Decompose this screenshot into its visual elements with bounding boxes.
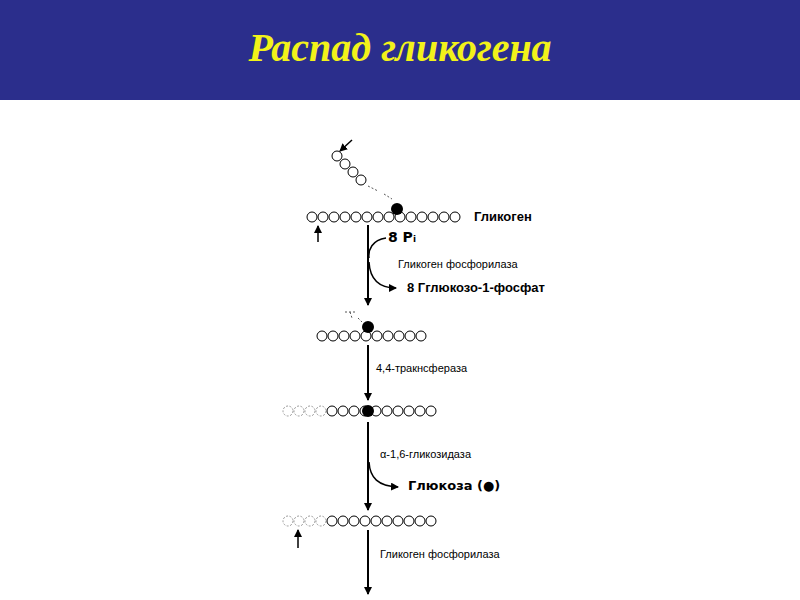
product-label: Глюкоза (●) <box>408 478 500 493</box>
product-label: 8 Гглюкозо-1-фосфат <box>407 280 545 295</box>
enzyme-label: 4,4-тракнсфераза <box>376 362 467 374</box>
enzyme-label: Гликоген фосфорилаза <box>380 548 500 560</box>
substance-label: Гликоген <box>474 209 532 224</box>
enzyme-label: Гликоген фосфорилаза <box>398 258 518 270</box>
enzyme-label: α-1,6-гликозидаза <box>380 448 471 460</box>
slide-title: Распад гликогена <box>0 24 800 71</box>
reagent-label: 8 Pᵢ <box>388 229 416 245</box>
